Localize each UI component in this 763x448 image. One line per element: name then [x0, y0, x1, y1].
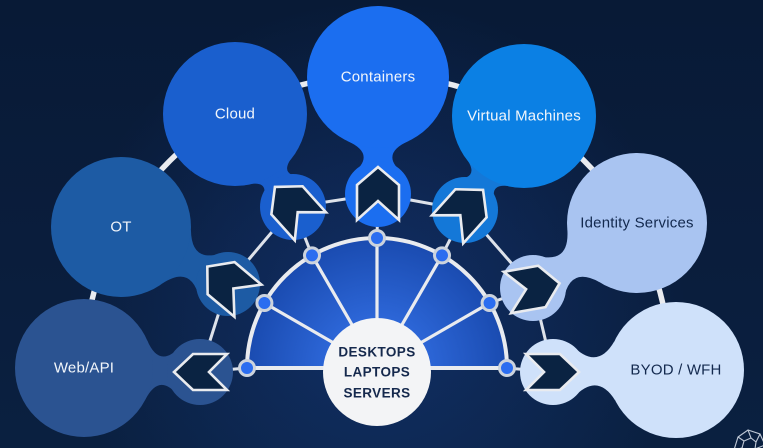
fan-node	[480, 294, 499, 312]
hub-circle	[323, 318, 431, 426]
circle-identity-services	[567, 153, 707, 293]
byod-wfh-chevron-right-arrow-icon	[522, 352, 581, 392]
fan-node	[433, 246, 451, 265]
circle-virtual-machines	[452, 44, 596, 188]
containers-bookmark-arrow-icon	[355, 165, 401, 223]
identity-services-bookmark-arrow-icon	[500, 264, 562, 315]
virtual-machines-bookmark-arrow-icon	[429, 187, 488, 247]
neck-virtual-machines	[452, 154, 517, 209]
circle-web-api	[15, 299, 153, 437]
wireframe-sphere-icon	[734, 429, 763, 448]
fan-node	[368, 229, 386, 247]
circle-byod-wfh	[608, 302, 744, 438]
neck-identity-services	[535, 230, 600, 301]
cloud-bookmark-arrow-icon	[270, 184, 329, 244]
fan-node	[303, 246, 321, 265]
neck-cloud	[242, 152, 306, 205]
circle-cloud	[163, 42, 307, 186]
web-api-chevron-left-arrow-icon	[172, 352, 231, 392]
ot-bookmark-arrow-icon	[206, 260, 265, 320]
circle-containers	[307, 6, 449, 148]
fan-node	[238, 359, 256, 377]
fan-node	[498, 359, 516, 377]
fan-node	[255, 294, 274, 312]
circle-ot	[51, 157, 191, 297]
